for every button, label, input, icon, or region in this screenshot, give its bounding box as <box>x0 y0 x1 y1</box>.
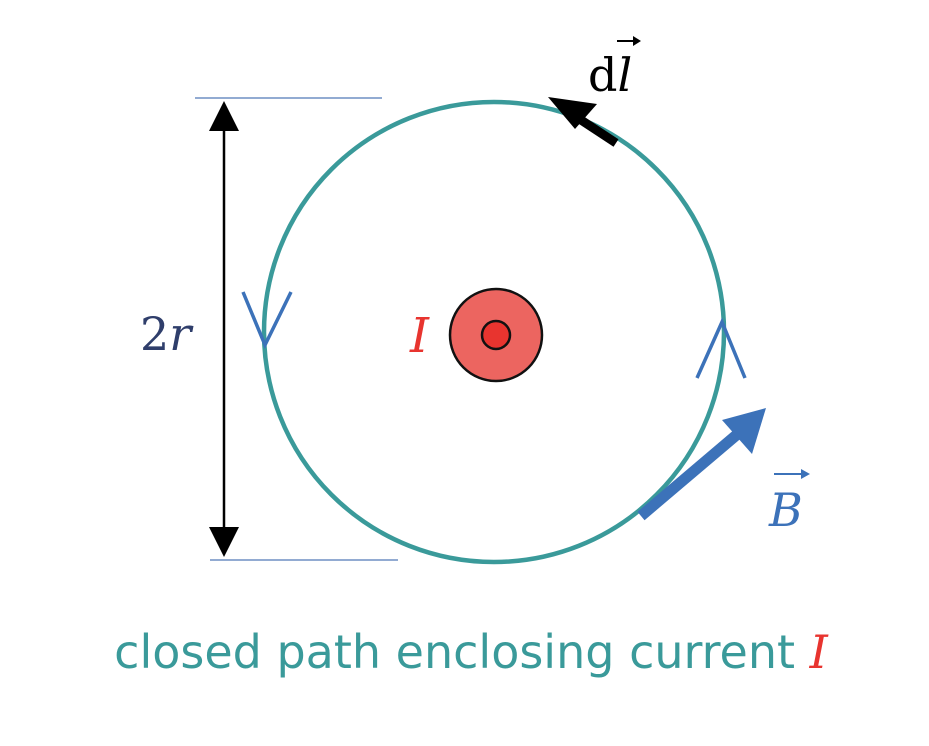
b-field-label: B <box>768 469 810 537</box>
svg-text:dl: dl <box>588 48 632 102</box>
out-of-page-current-icon <box>448 287 544 383</box>
closed-path-circle <box>261 99 727 565</box>
path-direction-marker-right <box>695 317 747 379</box>
svg-text:B: B <box>768 483 803 537</box>
path-direction-marker-left <box>241 291 293 350</box>
arrow-up-left-icon <box>548 97 619 147</box>
dl-vector-arrow-icon <box>617 36 641 46</box>
caption: closed path enclosing current I <box>114 625 828 679</box>
b-vector-arrow-icon <box>774 469 810 479</box>
diameter-label: 2r <box>140 307 194 361</box>
current-label: I <box>409 308 430 364</box>
arrow-up-right-icon <box>637 408 766 521</box>
dl-label: dl <box>588 36 641 102</box>
